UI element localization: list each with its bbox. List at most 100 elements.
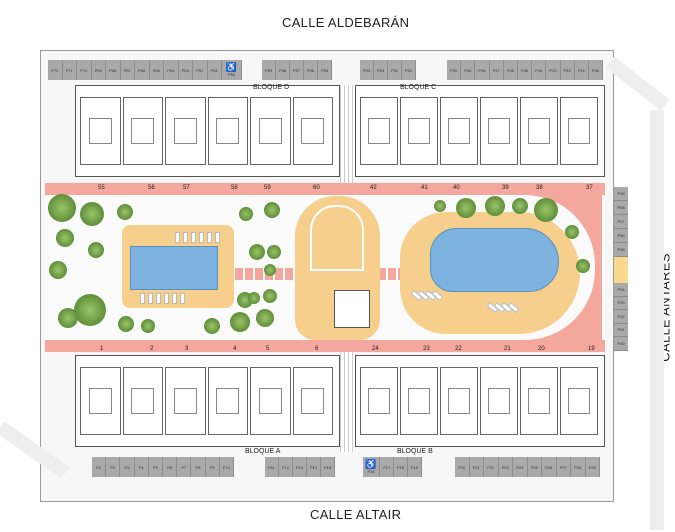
parking-space: P43	[546, 60, 561, 80]
wheelchair-icon: ♿	[225, 62, 238, 72]
parking-space: P12	[279, 457, 293, 477]
unit-number: 20	[538, 346, 545, 352]
parking-space: P6	[163, 457, 178, 477]
street-label-south: CALLE ALTAIR	[310, 507, 402, 522]
unit-number: 59	[264, 185, 271, 191]
unit-number: 3	[185, 346, 189, 352]
parking-space: P11	[265, 457, 279, 477]
dwelling-unit	[80, 367, 121, 435]
tree	[49, 261, 67, 279]
parking-space: P65	[149, 60, 164, 80]
dwelling-unit	[560, 97, 598, 165]
unit-number: 60	[313, 185, 320, 191]
parking-space: P33	[614, 296, 628, 310]
dwelling-unit	[80, 97, 121, 165]
parking-label: P71	[65, 67, 73, 73]
parking-space: P69	[91, 60, 106, 80]
parking-label: P56	[306, 67, 315, 73]
dwelling-unit	[165, 367, 206, 435]
dwelling-unit	[207, 97, 248, 165]
parking-label: P51	[404, 67, 413, 73]
parking-label: P4	[138, 464, 144, 470]
parking-label: P43	[549, 67, 557, 73]
block-label-b: BLOQUE B	[397, 448, 433, 455]
parking-label: P2	[110, 464, 116, 470]
tree	[267, 245, 281, 259]
parking-space: P5	[148, 457, 163, 477]
parking-label: P67	[123, 67, 131, 73]
dwelling-unit	[292, 97, 333, 165]
parking-label: P52	[390, 67, 399, 73]
parking-space: P52	[388, 60, 402, 80]
parking-space: P4	[134, 457, 149, 477]
unit-number: 5	[266, 346, 270, 352]
parking-label: P8	[195, 464, 201, 470]
parking-space: P10	[219, 457, 234, 477]
parking-space: P13	[293, 457, 307, 477]
parking-label: P19	[410, 464, 419, 470]
tree	[264, 202, 280, 218]
parking-space: P23	[498, 457, 513, 477]
passage-south	[340, 352, 355, 452]
parking-space: P20	[455, 457, 470, 477]
parking-label: P31	[617, 327, 625, 333]
parking-space: P51	[402, 60, 416, 80]
sun-lounger	[199, 232, 204, 243]
parking-label: P69	[94, 67, 102, 73]
unit-number: 57	[183, 185, 190, 191]
unit-number: 42	[370, 185, 377, 191]
parking-label: P59	[264, 67, 273, 73]
block-label-d: BLOQUE D	[253, 84, 290, 91]
sun-lounger	[207, 232, 212, 243]
dwelling-unit	[122, 367, 163, 435]
parking-space: P27	[556, 457, 571, 477]
parking-space: P35	[614, 243, 628, 257]
dwelling-unit	[250, 97, 291, 165]
sun-lounger	[156, 293, 161, 304]
tree	[248, 292, 260, 304]
pool-kidney	[430, 228, 559, 292]
parking-label: P53	[376, 67, 385, 73]
unit-number: 2	[150, 346, 154, 352]
dwelling-unit	[207, 367, 248, 435]
parking-space: P31	[614, 323, 628, 337]
dwelling-unit	[480, 367, 518, 435]
parking-space: P30	[614, 337, 628, 351]
parking-label: P48	[478, 67, 486, 73]
parking-label: P41	[577, 67, 585, 73]
sun-lounger	[164, 293, 169, 304]
parking-space: P67	[120, 60, 135, 80]
parking-label: P9	[209, 464, 215, 470]
parking-space: P25	[527, 457, 542, 477]
parking-label: P66	[138, 67, 146, 73]
dwelling-unit	[480, 97, 518, 165]
tree	[118, 316, 134, 332]
parking-space: P26	[542, 457, 557, 477]
tree	[263, 289, 277, 303]
dwelling-unit	[250, 367, 291, 435]
parking-label: P38	[617, 205, 625, 210]
dwelling-unit	[440, 367, 478, 435]
parking-label: P18	[396, 464, 405, 470]
tree	[434, 200, 446, 212]
parking-space: P68	[106, 60, 121, 80]
parking-space: P29	[585, 457, 600, 477]
tree	[534, 198, 558, 222]
parking-label: P15	[323, 464, 332, 470]
tree	[230, 312, 250, 332]
unit-number: 4	[233, 346, 237, 352]
parking-label: P57	[292, 67, 301, 73]
parking-label: P1	[96, 464, 102, 470]
unit-number: 56	[148, 185, 155, 191]
parking-space: P28	[571, 457, 586, 477]
parking-space-accessible: ♿P60	[222, 60, 242, 80]
parking-label: P14	[309, 464, 318, 470]
parking-label: P6	[167, 464, 173, 470]
parking-space: P40	[589, 60, 604, 80]
sun-lounger	[183, 232, 188, 243]
unit-number: 40	[453, 185, 460, 191]
parking-label: P36	[617, 233, 625, 238]
east-entrance	[614, 257, 628, 283]
parking-space: P48	[475, 60, 490, 80]
parking-label: P58	[278, 67, 287, 73]
